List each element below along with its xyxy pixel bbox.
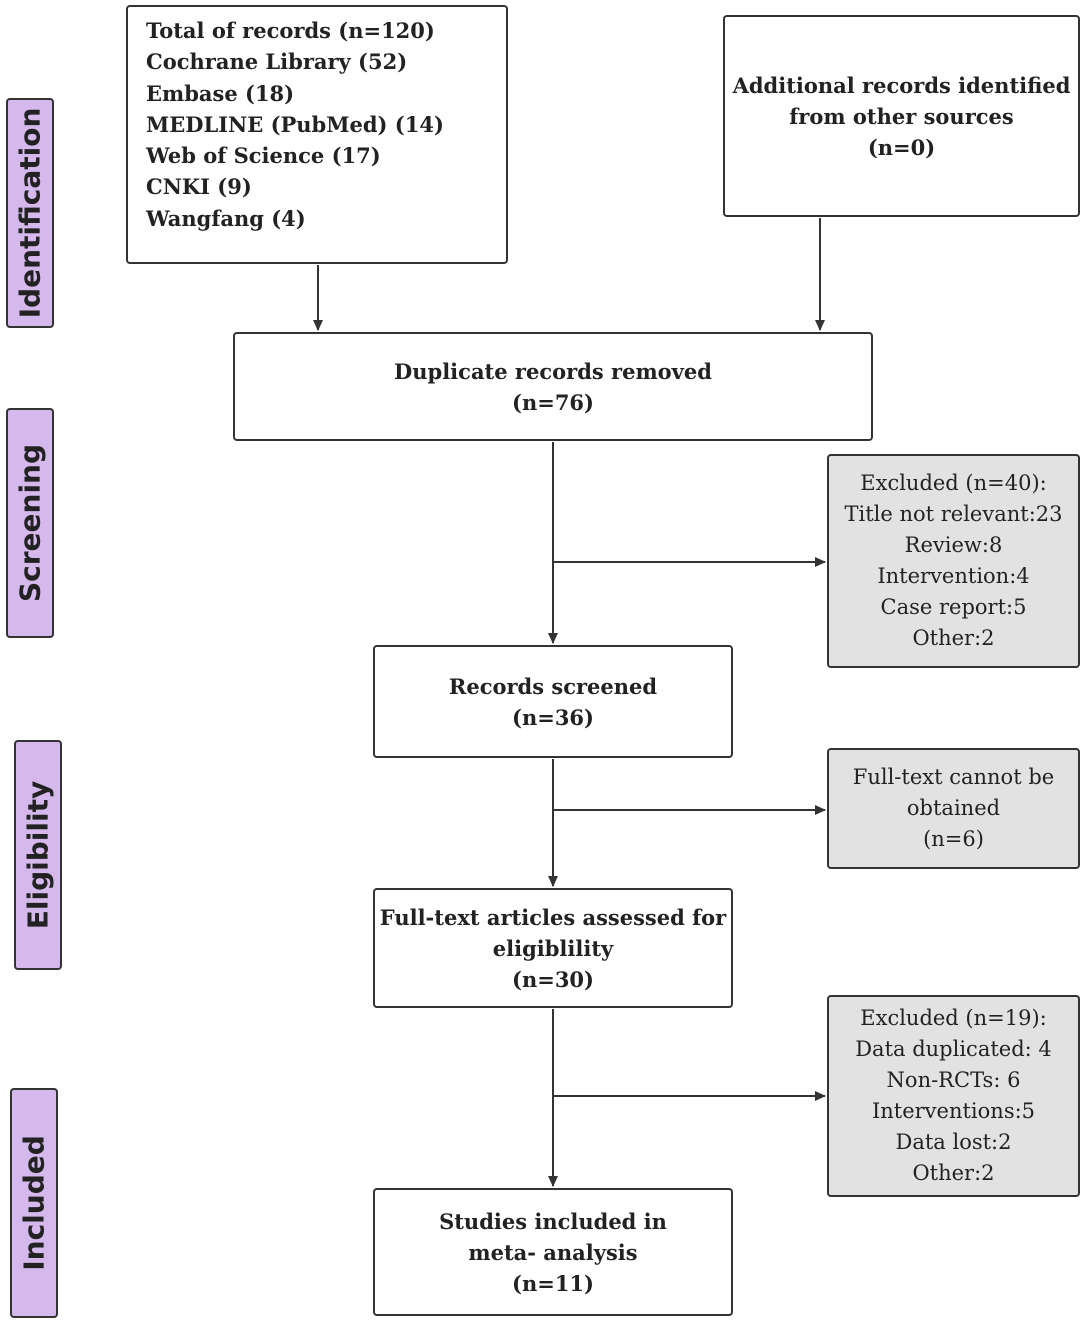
records-wangfang: Wangfang (4) <box>146 205 306 231</box>
excluded-data-duplicated: Data duplicated: 4 <box>855 1037 1052 1061</box>
included-line-2: meta- analysis <box>468 1239 638 1265</box>
stage-included: Included <box>10 1088 58 1318</box>
fulltext-unavailable-count: (n=6) <box>923 827 984 851</box>
assessed-line-2: eligiblility <box>492 935 614 961</box>
assessed-count: (n=30) <box>512 966 594 992</box>
duplicates-removed-box: Duplicate records removed (n=76) <box>233 332 873 441</box>
fulltext-unavailable-line-2: obtained <box>906 796 1001 820</box>
duplicates-title: Duplicate records removed <box>394 358 712 384</box>
excluded-eligibility-other: Other:2 <box>912 1161 995 1185</box>
fulltext-unavailable-box: Full-text cannot be obtained (n=6) <box>827 748 1080 869</box>
stage-eligibility: Eligibility <box>14 740 62 970</box>
excluded-eligibility-box: Excluded (n=19): Data duplicated: 4 Non-… <box>827 995 1080 1197</box>
records-total: Total of records (n=120) <box>146 18 435 43</box>
excluded-other: Other:2 <box>912 626 995 650</box>
fulltext-unavailable-line-1: Full-text cannot be <box>852 765 1055 789</box>
studies-included-box: Studies included in meta- analysis (n=11… <box>373 1188 733 1316</box>
excluded-review: Review:8 <box>904 533 1003 557</box>
records-screened-box: Records screened (n=36) <box>373 645 733 758</box>
assessed-line-1: Full-text articles assessed for <box>379 904 727 930</box>
excluded-screening-title: Excluded (n=40): <box>860 471 1047 495</box>
excluded-non-rcts: Non-RCTs: 6 <box>886 1068 1021 1092</box>
excluded-screening-box: Excluded (n=40): Title not relevant:23 R… <box>827 454 1080 668</box>
records-medline: MEDLINE (PubMed) (14) <box>146 111 444 137</box>
excluded-data-lost: Data lost:2 <box>895 1130 1012 1154</box>
excluded-case-report: Case report:5 <box>880 595 1027 619</box>
fulltext-assessed-box: Full-text articles assessed for eligibli… <box>373 888 733 1008</box>
excluded-intervention: Intervention:4 <box>877 564 1030 588</box>
duplicates-count: (n=76) <box>512 389 594 415</box>
included-line-1: Studies included in <box>439 1208 667 1234</box>
included-count: (n=11) <box>512 1270 594 1296</box>
additional-line-1: Additional records identified <box>732 72 1071 98</box>
records-embase: Embase (18) <box>146 80 295 106</box>
records-cnki: CNKI (9) <box>146 174 252 200</box>
additional-records-box: Additional records identified from other… <box>723 15 1080 217</box>
stage-identification: Identification <box>6 98 54 328</box>
screened-count: (n=36) <box>512 704 594 730</box>
excluded-eligibility-title: Excluded (n=19): <box>860 1006 1047 1030</box>
records-web-of-science: Web of Science (17) <box>146 143 381 169</box>
records-cochrane: Cochrane Library (52) <box>146 49 408 75</box>
stage-screening: Screening <box>6 408 54 638</box>
additional-line-2: from other sources <box>789 103 1014 129</box>
identification-records-box: Total of records (n=120) Cochrane Librar… <box>126 5 508 264</box>
excluded-title-not-relevant: Title not relevant:23 <box>844 502 1063 526</box>
additional-count: (n=0) <box>867 134 936 160</box>
excluded-interventions: Interventions:5 <box>871 1099 1036 1123</box>
screened-title: Records screened <box>448 673 658 699</box>
